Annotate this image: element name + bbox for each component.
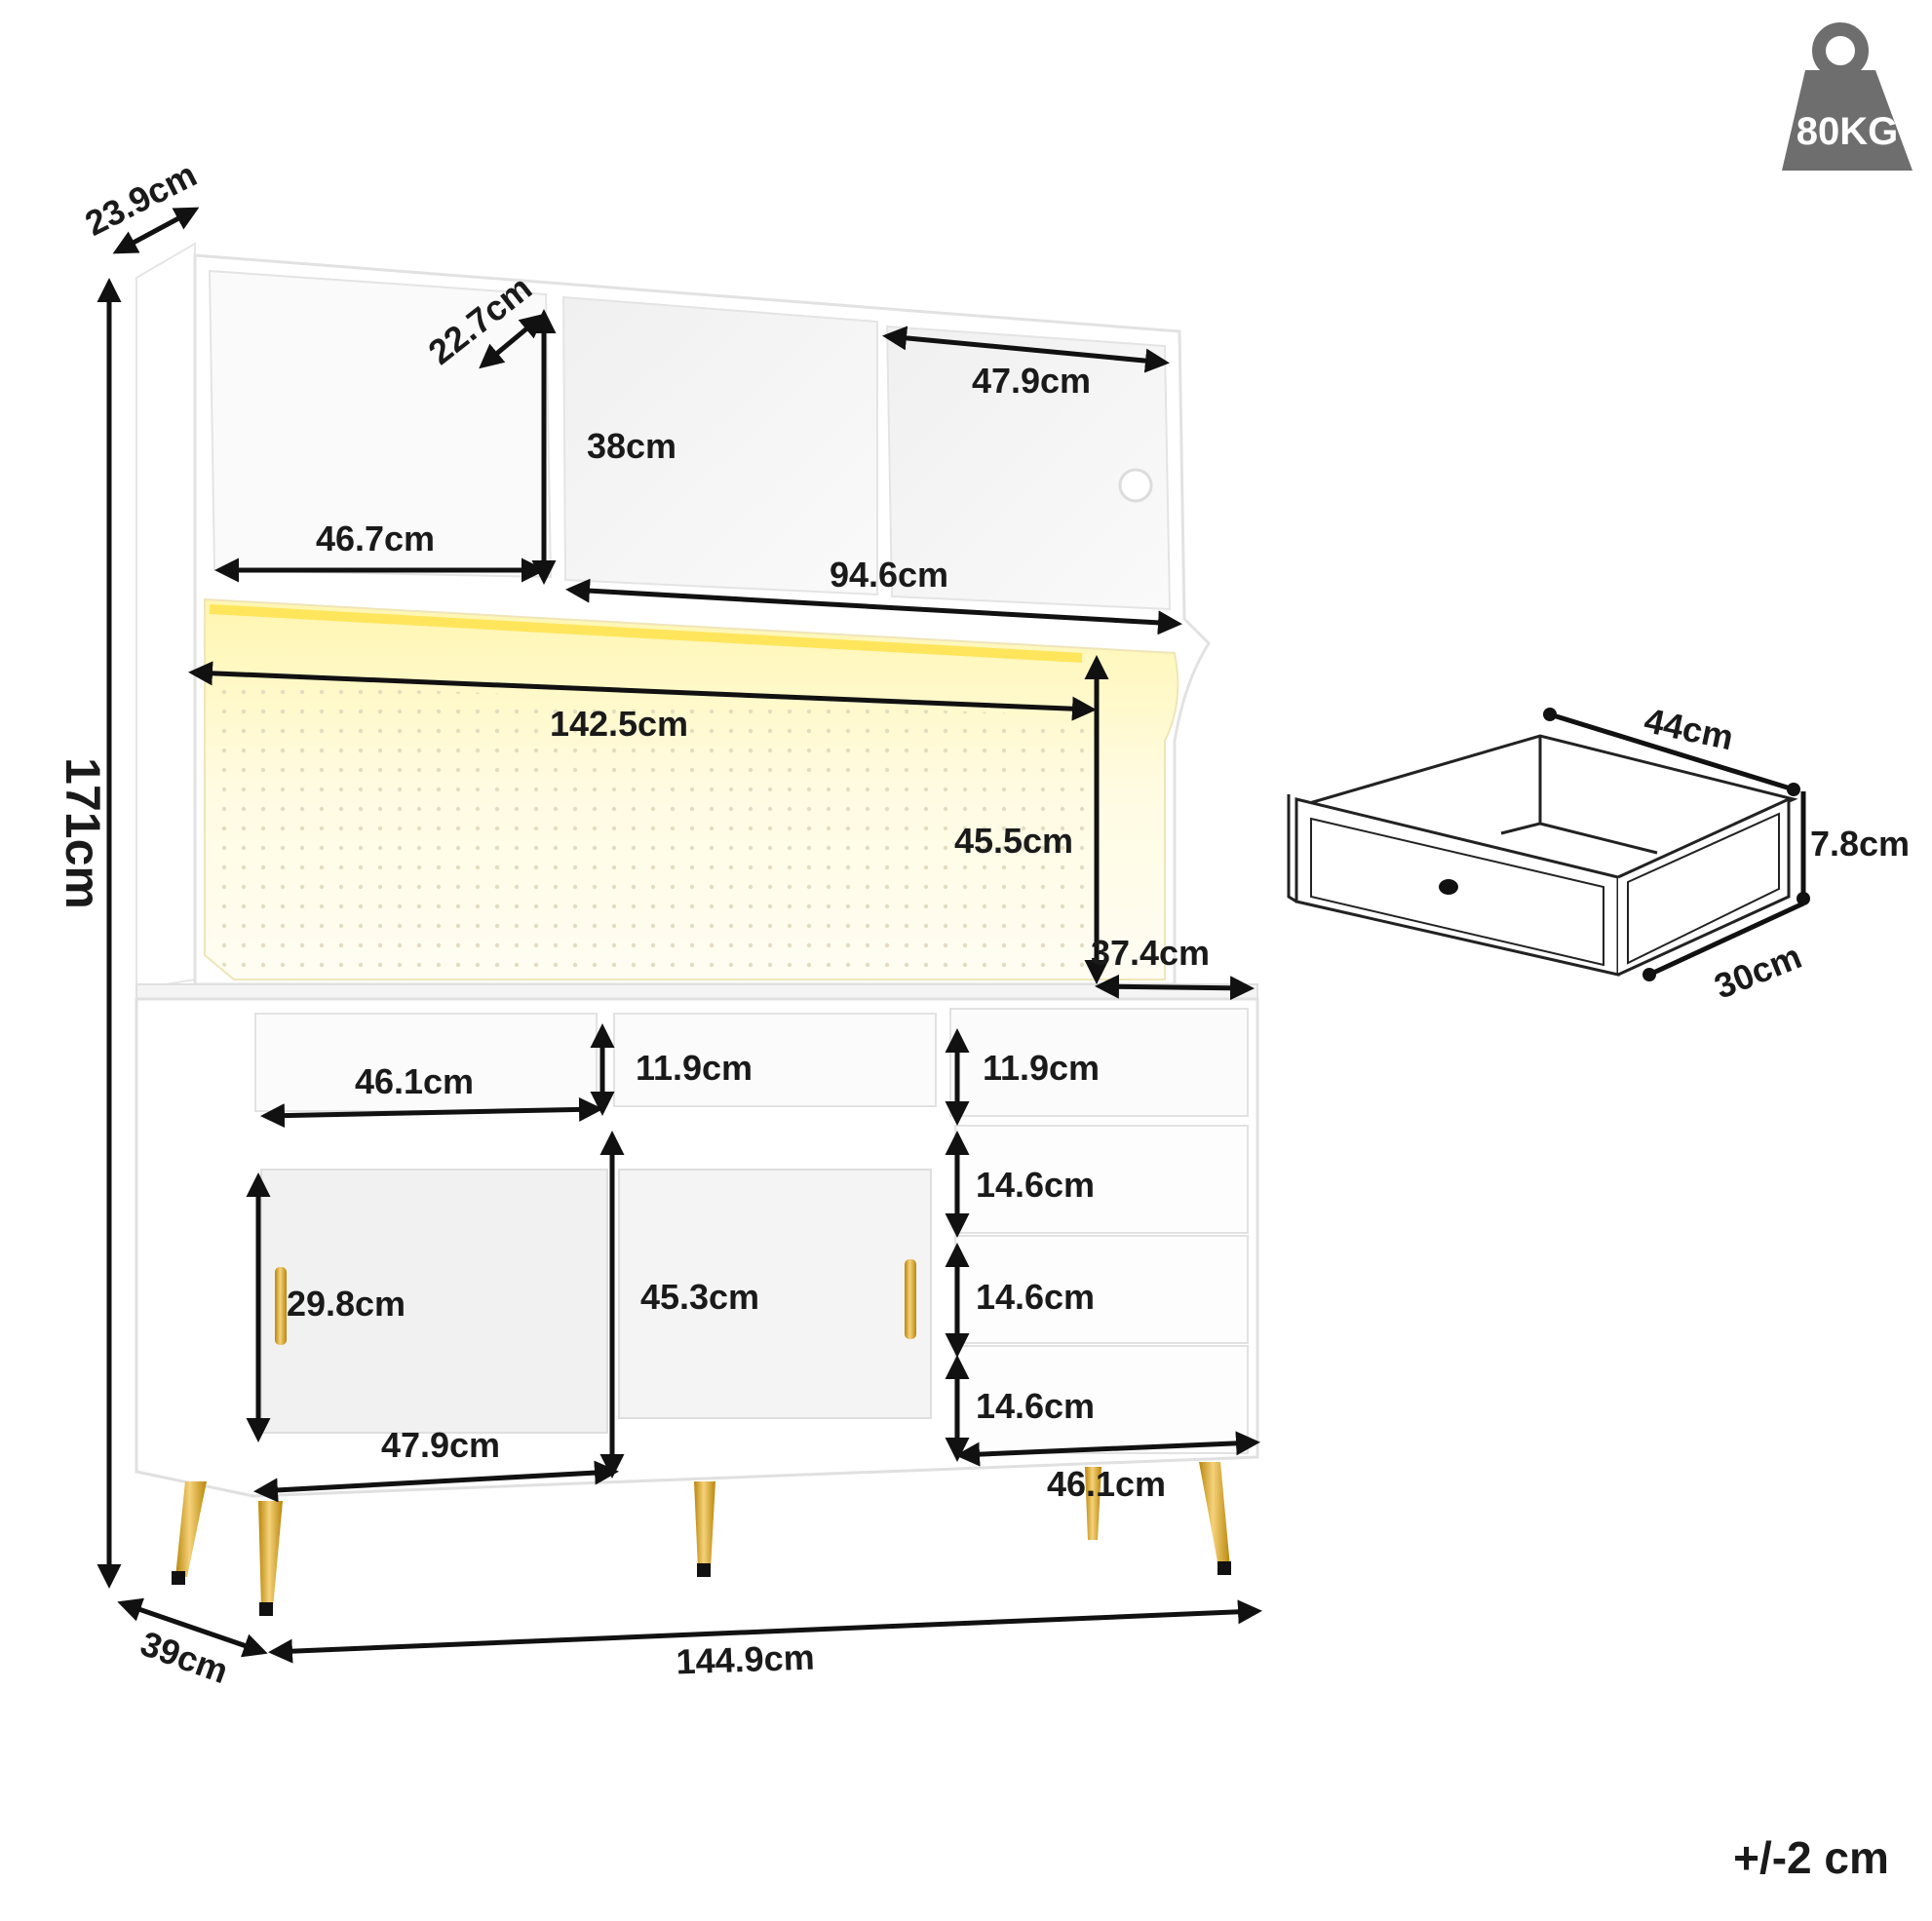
leg-front-right: [1199, 1462, 1230, 1567]
drawer-side-panel: [1617, 796, 1791, 977]
countertop: [135, 983, 1258, 1000]
right-drawer-1-label: 14.6cm: [976, 1165, 1095, 1205]
door-left-height-label: 29.8cm: [287, 1284, 406, 1324]
drawer-back-edge: [1500, 736, 1542, 835]
dimension-arrows: [97, 207, 1262, 1664]
drawer-height-label: 7.8cm: [1810, 824, 1910, 864]
drawer-side-inset: [1627, 812, 1780, 965]
drawer-detail-illustration: 44cm 7.8cm 30cm: [1287, 700, 1910, 1007]
top-cubby-height-label: 38cm: [587, 426, 676, 466]
drawer-top-right: [949, 1008, 1249, 1117]
right-drawer-3-label: 14.6cm: [976, 1386, 1095, 1426]
top-shelf-width-arrow: [565, 578, 1182, 635]
drawer-left-width-arrow: [260, 1096, 603, 1129]
top-shelf-depth-arrow: [479, 313, 545, 369]
pegboard-width-arrow: [188, 661, 1097, 721]
drawer-right-height-label: 11.9cm: [983, 1048, 1100, 1088]
pegboard-width-label: 142.5cm: [550, 704, 688, 744]
overall-height-label: 171cm: [56, 757, 110, 909]
right-drawer-width-arrow: [955, 1431, 1260, 1467]
leg-middle: [694, 1481, 715, 1569]
drawer-depth-label: 30cm: [1709, 936, 1807, 1007]
glass-door-right: [618, 1169, 932, 1419]
door-center-height-label: 45.3cm: [640, 1277, 759, 1317]
leg-foot-front-right: [1217, 1561, 1231, 1575]
hutch-depth-label: 23.9cm: [79, 154, 203, 244]
top-right-cubby-width-arrow: [882, 326, 1170, 373]
door-handle-right: [905, 1259, 916, 1339]
drawer-front-inset: [1310, 817, 1604, 967]
leg-back-left: [175, 1481, 207, 1577]
leg-front-left: [258, 1501, 283, 1608]
weight-label: 80KG: [1797, 110, 1899, 153]
door-handle-left: [275, 1267, 287, 1345]
hutch-depth-arrow: [112, 207, 200, 254]
overall-depth-label: 39cm: [135, 1623, 234, 1691]
pegboard-height-label: 45.5cm: [954, 821, 1073, 861]
leg-foot-front-left: [259, 1602, 273, 1616]
overall-width-label: 144.9cm: [676, 1637, 815, 1682]
top-right-cubby-width-label: 47.9cm: [972, 361, 1091, 401]
overall-width-arrow: [268, 1599, 1262, 1664]
drawer-width-line: [1549, 711, 1795, 792]
drawer-right-1: [954, 1125, 1249, 1234]
leg-foot-middle: [697, 1563, 711, 1577]
drawer-top-middle: [613, 1013, 937, 1107]
drawer-knob: [1439, 879, 1458, 895]
drawer-depth-dot-start: [1642, 968, 1656, 981]
countertop-depth-arrow: [1095, 974, 1255, 1001]
weight-icon: [1782, 22, 1913, 171]
drawer-width-dot-end: [1787, 783, 1800, 796]
door-width-label: 47.9cm: [381, 1425, 500, 1465]
leg-back-right: [1085, 1467, 1101, 1540]
dimension-labels: 171cm 23.9cm 22.7cm 38cm 47.9cm 46.7cm 9…: [56, 154, 1210, 1691]
top-left-cubby-width-label: 46.7cm: [316, 519, 435, 558]
glass-door-left: [260, 1169, 608, 1434]
drawer-height-dot-end: [1797, 892, 1810, 905]
cable-hole: [1118, 468, 1153, 503]
door-width-arrow: [253, 1460, 619, 1503]
drawer-left-width-label: 46.1cm: [355, 1061, 474, 1101]
drawer-middle-height-label: 11.9cm: [636, 1048, 753, 1088]
drawer-front-edge: [1287, 794, 1297, 903]
countertop-depth-label: 37.4cm: [1091, 933, 1210, 973]
top-shelf-width-label: 94.6cm: [830, 555, 948, 595]
weight-badge: 80KG: [1782, 22, 1913, 171]
drawer-depth-line: [1647, 901, 1805, 978]
tolerance-note: +/-2 cm: [1733, 1832, 1889, 1883]
right-drawer-width-label: 46.1cm: [1047, 1464, 1166, 1504]
overall-depth-arrow: [117, 1597, 268, 1658]
drawer-width-dot-start: [1543, 708, 1557, 721]
pegboard-holes: [210, 682, 1092, 975]
drawer-inner-floor: [1539, 822, 1658, 855]
hutch-side-panel: [135, 242, 196, 991]
right-drawer-2-label: 14.6cm: [976, 1277, 1095, 1317]
leg-foot-back-left: [172, 1571, 185, 1585]
